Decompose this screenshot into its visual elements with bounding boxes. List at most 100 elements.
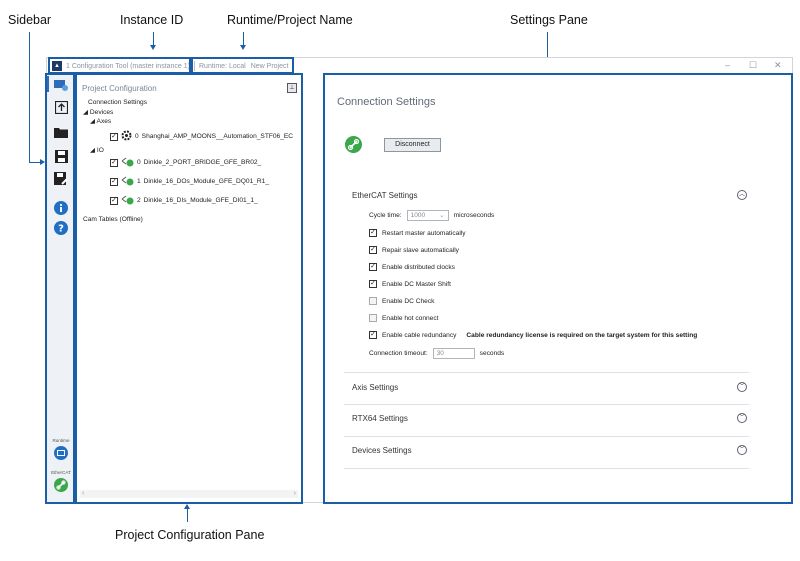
option-label: Enable DC Master Shift [382,280,451,288]
arrow-sidebar [29,32,30,162]
tree-io-item[interactable]: ✓ 0 Dinkle_2_PORT_BRIDGE_GFE_BR02_ [110,156,261,169]
import-icon[interactable] [53,99,69,115]
arrow-runtime-head [240,45,246,50]
option-label: Enable DC Check [382,297,435,305]
runtime-status-icon[interactable] [53,445,69,461]
devices-settings-title[interactable]: Devices Settings [352,446,412,455]
ethercat-label: EtherCAT [51,470,71,475]
axis-label: Shanghai_AMP_MOONS__Automation_STF06_EC [141,133,294,140]
svg-text:?: ? [58,224,64,235]
tree-io-item[interactable]: ✓ 2 Dinkle_16_DIs_Module_GFE_DI01_1_ [110,194,258,207]
annotation-sidebar: Sidebar [8,13,52,27]
arrow-project [187,508,188,522]
minimize-button[interactable]: – [725,60,731,70]
option-row[interactable]: Enable DC Check [369,297,434,305]
arrow-sidebar-head [40,159,45,165]
sidebar-highlight [45,73,75,504]
sidebar: ? Runtime EtherCAT [47,74,75,502]
io-checkbox[interactable]: ✓ [110,158,118,167]
config-icon[interactable] [53,77,69,93]
pin-icon[interactable]: ⊥ [287,83,297,93]
help-icon[interactable]: ? [53,220,69,236]
tree-connection-settings[interactable]: Connection Settings [88,99,148,106]
option-row[interactable]: ✓Repair slave automatically [369,246,459,254]
timeout-unit: seconds [479,350,505,357]
annotation-runtime-project: Runtime/Project Name [227,13,353,27]
runtime-label: Runtime [52,438,70,443]
option-row[interactable]: ✓Enable distributed clocks [369,263,455,271]
sidebar-selected-indicator [47,76,49,92]
project-configuration-pane: Project Configuration ⊥ Connection Setti… [76,74,302,502]
tree-io[interactable]: ◢ IO [90,147,104,154]
save-as-icon[interactable] [53,171,69,187]
option-row[interactable]: ✓ Restart master automatically [369,229,466,237]
option-checkbox[interactable]: ✓ [369,263,377,271]
timeout-row: Connection timeout: 30 seconds [369,348,504,359]
arrow-instance [153,32,154,46]
io-checkbox[interactable]: ✓ [110,196,118,205]
runtime-text: Runtime: Local [199,62,246,70]
divider [344,468,749,469]
ethercat-status-icon[interactable] [53,477,69,493]
timeout-input[interactable]: 30 [432,348,475,359]
arrow-sidebar-h [29,162,41,163]
settings-pane-highlight [323,73,793,504]
io-checkbox[interactable]: ✓ [110,177,118,186]
cycle-time-row: Cycle time: 1000⌄ microseconds [369,210,494,221]
divider [344,404,749,405]
gear-icon [121,130,132,143]
option-label: Restart master automatically [382,229,466,237]
io-index: 1 [137,178,141,185]
settings-title: Connection Settings [337,96,436,108]
divider [344,436,749,437]
axis-settings-title[interactable]: Axis Settings [352,383,399,392]
info-icon[interactable] [53,200,69,216]
settings-pane: Connection Settings Disconnect EtherCAT … [325,74,793,502]
close-button[interactable]: ✕ [774,60,782,70]
option-row[interactable]: Enable hot connect [369,314,438,322]
horizontal-scrollbar[interactable]: ‹ › [80,490,298,498]
open-folder-icon[interactable] [53,124,69,140]
annotation-instance-id: Instance ID [120,13,184,27]
io-label: Dinkle_2_PORT_BRIDGE_GFE_BR02_ [143,159,262,166]
chevron-down-icon[interactable]: ﹀ [737,382,747,392]
maximize-button[interactable]: ☐ [749,60,758,70]
instance-id-text: 1 Configuration Tool (master instance 1) [66,62,190,70]
option-checkbox[interactable]: ✓ [369,246,377,254]
option-checkbox[interactable]: ✓ [369,229,377,237]
rtx64-settings-title[interactable]: RTX64 Settings [352,414,408,423]
arrow-instance-head [150,45,156,50]
option-checkbox[interactable] [369,314,377,322]
tree-devices[interactable]: ◢ Devices [83,109,114,116]
disconnect-button[interactable]: Disconnect [384,138,441,152]
project-pane-title: Project Configuration [82,84,157,93]
cycle-time-select[interactable]: 1000⌄ [406,210,449,221]
arrow-project-head [184,504,190,509]
arrow-runtime [243,32,244,46]
cycle-time-label: Cycle time: [369,212,402,219]
io-label: Dinkle_16_DIs_Module_GFE_DI01_1_ [143,197,258,204]
tree-axis-item[interactable]: ✓ 0 Shanghai_AMP_MOONS__Automation_STF06… [110,130,293,143]
redundancy-note: Cable redundancy license is required on … [466,331,698,339]
io-index: 0 [137,159,141,166]
option-row[interactable]: ✓ Enable DC Master Shift [369,280,451,288]
chevron-up-icon[interactable]: ︿ [737,190,747,200]
axis-checkbox[interactable]: ✓ [110,132,118,141]
tree-cam-tables[interactable]: Cam Tables (Offline) [83,216,143,223]
ethercat-settings-title[interactable]: EtherCAT Settings [352,191,418,200]
title-separator [194,61,195,71]
chevron-down-icon[interactable]: ﹀ [737,413,747,423]
scroll-right-icon[interactable]: › [293,490,296,497]
tree-io-item[interactable]: ✓ 1 Dinkle_16_DOs_Module_GFE_DQ01_R1_ [110,175,269,188]
tree-axes[interactable]: ◢ Axes [90,118,112,125]
option-checkbox[interactable] [369,297,377,305]
chevron-down-icon[interactable]: ﹀ [737,445,747,455]
option-checkbox[interactable]: ✓ [369,280,377,288]
project-pane-highlight [75,73,303,504]
scroll-left-icon[interactable]: ‹ [82,490,85,497]
save-icon[interactable] [53,148,69,164]
title-bar: ▲ 1 Configuration Tool (master instance … [47,58,792,74]
app-window: ▲ 1 Configuration Tool (master instance … [46,57,793,503]
option-checkbox[interactable]: ✓ [369,331,377,339]
